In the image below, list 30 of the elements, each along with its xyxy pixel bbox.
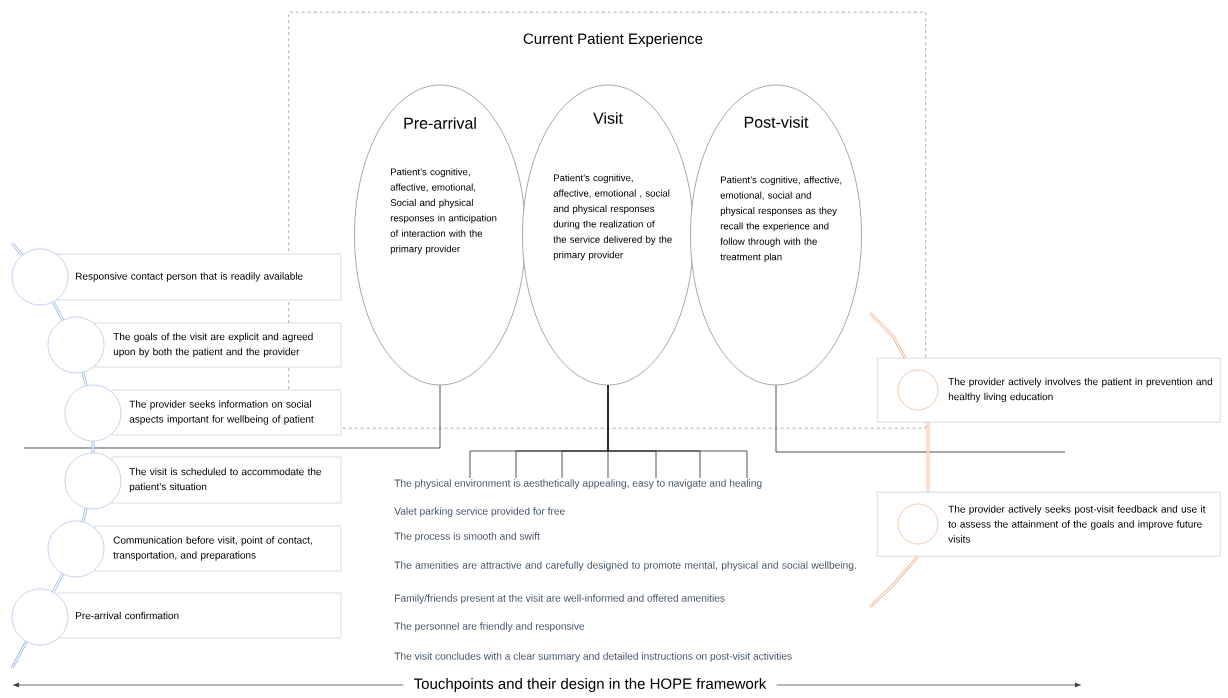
touchpoint-text: The process is smooth and swift [394, 532, 540, 542]
timeline-line [52, 301, 64, 321]
connector-line [607, 384, 748, 479]
touchpoint-text: The personnel are friendly and responsive [394, 622, 585, 632]
timeline-line [91, 440, 95, 454]
touchpoint-text: The physical environment is aesthetically appealing, easy to navigate and healing [394, 479, 762, 489]
timeline-line [926, 421, 930, 493]
touchpoint-text: The visit concludes with a clear summary and detailed instructions on post-visit activities [394, 652, 792, 662]
timeline-line [869, 555, 920, 608]
touchpoint-text: Valet parking service provided for free [394, 507, 565, 517]
timeline-line [869, 312, 907, 359]
phase-description: Patient’s cognitive, affective, emotional, social and physical responses as they recall the experience and follow through with the treatment plan [720, 176, 842, 263]
connector-line [23, 384, 441, 449]
touchpoint-box: The provider actively seeks post-visit feedback and use it to assess the attainment of the goals and improve future visits [877, 492, 1221, 557]
timeline-line [10, 641, 28, 669]
frame-title: Current Patient Experience [523, 33, 703, 47]
timeline-line [81, 507, 88, 523]
phase-heading: Post-visit [744, 116, 809, 128]
touchpoint-box: The provider actively involves the patient in prevention and healthy living education [877, 358, 1221, 423]
touchpoint-text: Family/friends present at the visit are well-informed and offered amenities [395, 594, 725, 604]
timeline-line [10, 242, 24, 257]
touchpoint-text: The amenities are attractive and carefully designed to promote mental, physical and social wellbeing. [394, 561, 856, 571]
phase-description: Patient’s cognitive, affective, emotional, Social and physical responses in anticipation of interaction with the primary provider [390, 168, 497, 255]
timeline-line [52, 573, 64, 593]
connector-line [775, 384, 1066, 453]
phase-description: Patient’s cognitive, affective, emotional , social and physical responses during the realization of the service delivered by the primary provider [553, 174, 672, 261]
phase-heading: Visit [593, 112, 623, 124]
phase-heading: Pre-arrival [404, 117, 476, 129]
caption: Touchpoints and their design in the HOPE framework [414, 678, 767, 692]
timeline-line [81, 371, 88, 387]
